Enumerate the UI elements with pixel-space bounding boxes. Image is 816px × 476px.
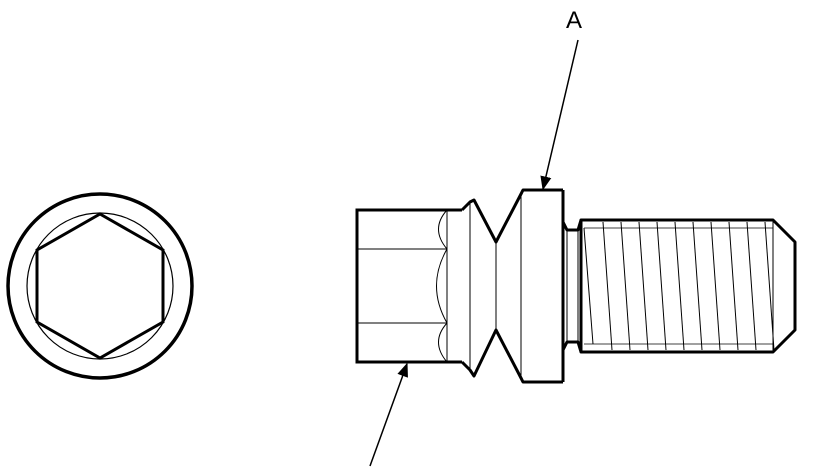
hex-socket <box>35 212 165 360</box>
collar-profile <box>460 188 565 384</box>
relief-groove <box>561 219 583 353</box>
callout-a-label: A <box>566 7 582 34</box>
callout-a: A <box>540 7 582 191</box>
hex-head <box>355 208 462 364</box>
end-view-inner-circle <box>26 212 174 360</box>
thread-lines <box>583 221 775 351</box>
side-view <box>355 188 797 384</box>
bottom-leader <box>369 362 408 467</box>
end-view-outer-circle <box>6 192 194 380</box>
callout-a-leader-arrow <box>540 39 579 191</box>
bottom-leader-arrow <box>369 362 408 467</box>
end-view <box>6 192 194 380</box>
threaded-shank <box>579 218 797 354</box>
